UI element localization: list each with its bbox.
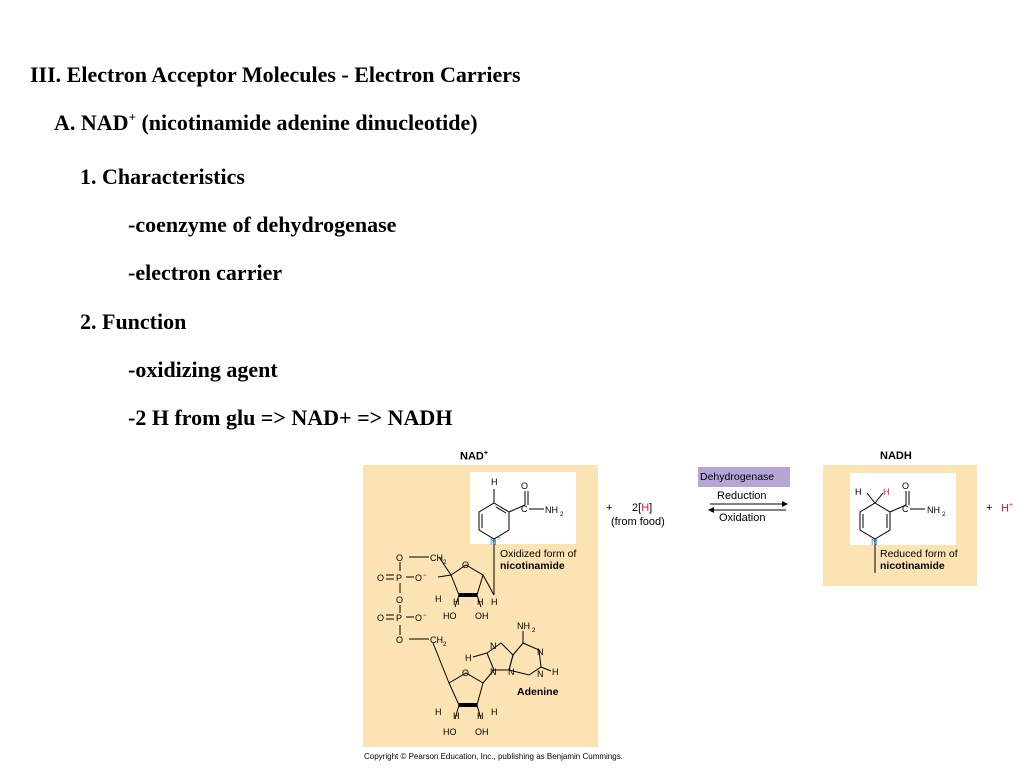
svg-text:H: H bbox=[465, 653, 472, 663]
svg-text:O: O bbox=[377, 613, 384, 623]
svg-text:O: O bbox=[462, 560, 469, 570]
svg-text:H: H bbox=[477, 711, 484, 721]
svg-text:2: 2 bbox=[532, 628, 536, 634]
nadh-title: NADH bbox=[880, 450, 912, 462]
svg-text:H: H bbox=[491, 597, 498, 607]
svg-text:2: 2 bbox=[560, 512, 564, 518]
svg-text:+: + bbox=[497, 535, 501, 542]
svg-text:O: O bbox=[462, 668, 469, 678]
svg-text:H: H bbox=[883, 487, 890, 497]
svg-text:−: − bbox=[423, 573, 427, 579]
svg-text:OH: OH bbox=[475, 727, 489, 737]
svg-text:2: 2 bbox=[443, 642, 447, 648]
svg-text:N: N bbox=[871, 537, 878, 547]
svg-text:N: N bbox=[537, 669, 544, 679]
plus-sign-1: + bbox=[606, 502, 613, 514]
reduction-label: Reduction bbox=[717, 490, 767, 502]
adenine-label: Adenine bbox=[517, 686, 559, 698]
svg-text:OH: OH bbox=[475, 611, 489, 621]
svg-text:NH: NH bbox=[517, 621, 530, 631]
h-plus-label: H+ bbox=[1001, 502, 1014, 515]
svg-text:HO: HO bbox=[443, 611, 457, 621]
from-food-label: (from food) bbox=[611, 516, 665, 528]
svg-text:H: H bbox=[435, 594, 442, 604]
oxidized-nicotinamide-box bbox=[470, 472, 576, 544]
svg-text:O: O bbox=[377, 573, 384, 583]
svg-text:P: P bbox=[396, 573, 402, 583]
svg-text:CH: CH bbox=[430, 635, 443, 645]
svg-text:O: O bbox=[396, 553, 403, 563]
svg-text:O: O bbox=[415, 573, 422, 583]
enzyme-label: Dehydrogenase bbox=[700, 471, 775, 483]
svg-text:N: N bbox=[537, 647, 544, 657]
bullet-reaction: -2 H from glu => NAD+ => NADH bbox=[128, 405, 453, 430]
svg-text:NH: NH bbox=[927, 505, 940, 515]
svg-text:H: H bbox=[453, 711, 460, 721]
reaction-arrows-icon bbox=[708, 501, 788, 513]
svg-text:2: 2 bbox=[443, 560, 447, 566]
nad-title: NAD+ bbox=[460, 450, 488, 463]
heading: III. Electron Acceptor Molecules - Elect… bbox=[30, 62, 521, 87]
two-h-label: 2[H] bbox=[632, 502, 653, 514]
svg-text:H: H bbox=[453, 597, 460, 607]
svg-text:N: N bbox=[490, 667, 497, 677]
subheading-nad: A. NAD+ (nicotinamide adenine dinucleoti… bbox=[54, 109, 478, 135]
svg-text:H: H bbox=[491, 477, 498, 487]
svg-text:N: N bbox=[490, 537, 497, 547]
svg-text:H: H bbox=[491, 707, 498, 717]
oxidation-label: Oxidation bbox=[719, 512, 766, 524]
svg-text:C: C bbox=[902, 504, 909, 514]
bullet-electron-carrier: -electron carrier bbox=[128, 260, 283, 285]
svg-text:O: O bbox=[415, 613, 422, 623]
svg-text:2: 2 bbox=[942, 512, 946, 518]
svg-text:N: N bbox=[508, 667, 515, 677]
svg-text:O: O bbox=[902, 481, 909, 491]
svg-text:H: H bbox=[477, 597, 484, 607]
svg-text:O: O bbox=[521, 481, 528, 491]
reduced-nicotinamide-box bbox=[850, 473, 956, 545]
svg-text:O: O bbox=[396, 635, 403, 645]
svg-text:O: O bbox=[396, 595, 403, 605]
svg-text:NH: NH bbox=[545, 505, 558, 515]
svg-text:H: H bbox=[855, 487, 862, 497]
svg-text:CH: CH bbox=[430, 553, 443, 563]
bullet-coenzyme: -coenzyme of dehydrogenase bbox=[128, 212, 397, 237]
svg-text:P: P bbox=[396, 613, 402, 623]
svg-text:H: H bbox=[435, 707, 442, 717]
plus-sign-2: + bbox=[986, 502, 993, 514]
svg-text:HO: HO bbox=[443, 727, 457, 737]
item-characteristics: 1. Characteristics bbox=[80, 164, 245, 189]
svg-text:N: N bbox=[490, 641, 497, 651]
enzyme-box bbox=[698, 467, 790, 487]
svg-text:C: C bbox=[521, 504, 528, 514]
svg-text:H: H bbox=[552, 667, 559, 677]
svg-text:−: − bbox=[423, 613, 427, 619]
bullet-oxidizing-agent: -oxidizing agent bbox=[128, 357, 278, 382]
item-function: 2. Function bbox=[80, 309, 187, 334]
copyright-notice: Copyright © Pearson Education, Inc., pub… bbox=[364, 752, 623, 761]
